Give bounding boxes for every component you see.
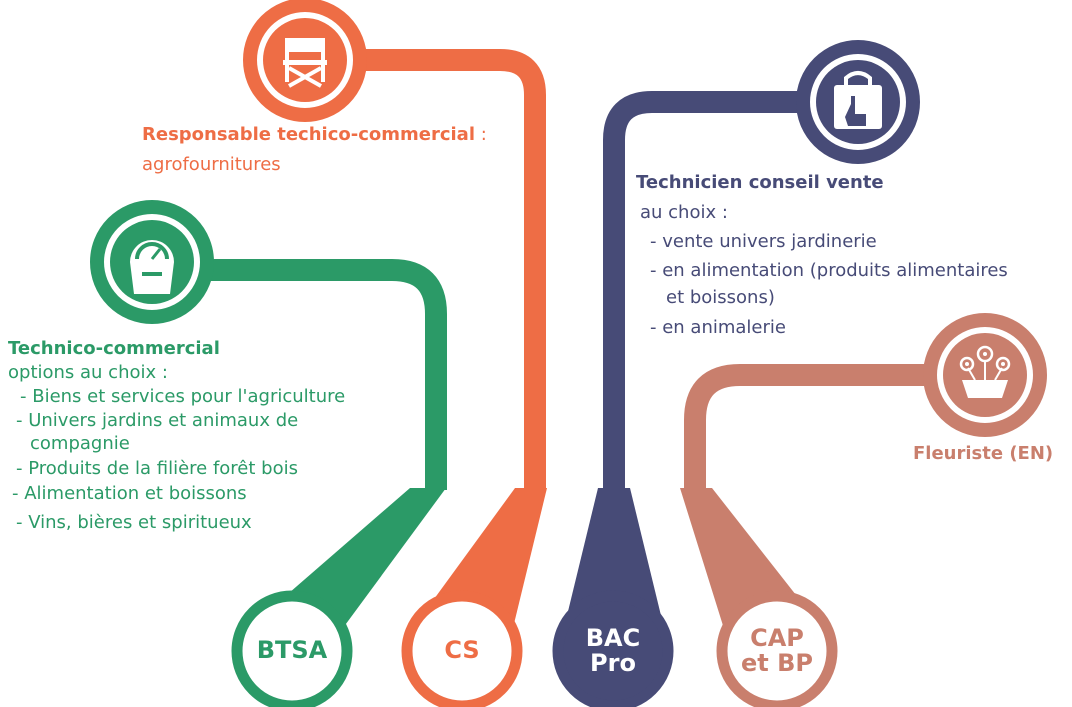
bac-item: - vente univers jardinerie xyxy=(650,231,877,252)
btsa-intro: options au choix : xyxy=(8,362,168,383)
flower-pot-icon xyxy=(923,313,1047,437)
green-drop-ring xyxy=(231,590,353,707)
bac-item: - en alimentation (produits alimentaires xyxy=(650,260,1008,281)
cs-title: Responsable techico-commercial xyxy=(142,124,475,145)
rose-drop-ring xyxy=(716,590,838,707)
badge-cs-label: CS xyxy=(444,636,480,665)
btsa-title: Technico-commercial xyxy=(8,338,220,359)
cs-subtitle: agrofournitures xyxy=(142,154,281,175)
badge-bac-line2: Pro xyxy=(590,649,636,677)
badge-cap-line1: CAP xyxy=(750,623,804,652)
cs-title-line: Responsable techico-commercial : xyxy=(142,124,487,146)
bac-item: et boissons) xyxy=(666,287,775,308)
orange-pipe xyxy=(355,49,546,490)
badge-cap-line2: et BP xyxy=(741,649,813,677)
btsa-item: - Univers jardins et animaux de xyxy=(16,410,299,431)
badge-cs: CS xyxy=(407,596,517,706)
shopping-bag-hand-icon xyxy=(796,40,920,164)
green-pipe xyxy=(205,259,447,490)
btsa-item: - Produits de la filière forêt bois xyxy=(16,458,298,479)
btsa-item: compagnie xyxy=(30,433,130,454)
badge-btsa: BTSA xyxy=(237,596,347,706)
orange-drop-ring xyxy=(401,590,523,707)
gauge-icon xyxy=(90,200,214,324)
bac-intro: au choix : xyxy=(640,202,728,223)
badge-btsa-label: BTSA xyxy=(256,636,328,665)
rose-pipe xyxy=(684,364,945,490)
navy-pipe xyxy=(603,91,820,490)
navy-drop-ring xyxy=(552,590,674,707)
btsa-item: - Alimentation et boissons xyxy=(12,483,247,504)
cap-title: Fleuriste (EN) xyxy=(913,443,1054,464)
bac-item: - en animalerie xyxy=(650,317,786,338)
badge-bac-pro: BAC Pro xyxy=(558,596,668,706)
badge-bac-line1: BAC xyxy=(585,623,641,652)
btsa-item: - Vins, bières et spiritueux xyxy=(16,512,252,533)
cs-colon: : xyxy=(475,124,487,145)
btsa-item: - Biens et services pour l'agriculture xyxy=(20,386,346,407)
director-chair-icon xyxy=(243,0,367,122)
badge-cap-bp: CAP et BP xyxy=(722,596,832,706)
bac-title: Technicien conseil vente xyxy=(636,172,884,193)
